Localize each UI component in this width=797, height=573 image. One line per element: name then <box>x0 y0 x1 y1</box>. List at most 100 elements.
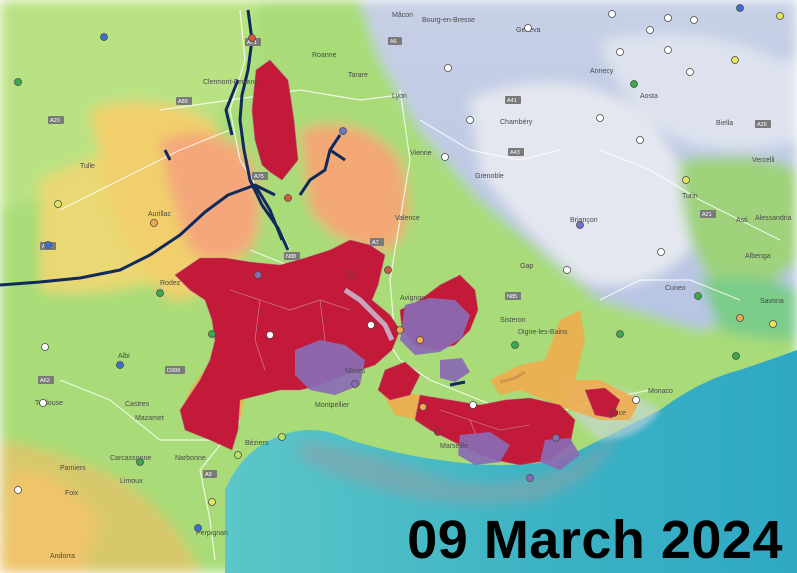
station-marker <box>254 271 262 279</box>
place-label-valence: Valence <box>395 215 420 222</box>
station-marker <box>664 46 672 54</box>
station-marker <box>441 153 449 161</box>
svg-text:A71: A71 <box>247 40 257 46</box>
station-marker <box>776 12 784 20</box>
place-label-digne: Digne-les-Bains <box>518 329 568 336</box>
svg-text:A9: A9 <box>205 472 212 478</box>
date-label: 09 March 2024 <box>407 510 783 570</box>
station-marker <box>736 4 744 12</box>
place-label-monaco: Monaco <box>648 388 673 395</box>
svg-text:A26: A26 <box>757 122 767 128</box>
place-label-annecy: Annecy <box>590 68 614 75</box>
station-marker <box>630 80 638 88</box>
station-marker <box>396 326 404 334</box>
place-label-chambery: Chambéry <box>500 119 533 126</box>
place-label-albenga: Albenga <box>745 253 771 260</box>
station-marker <box>444 64 452 72</box>
place-label-tulle: Tulle <box>80 163 95 170</box>
road-shield-a62: A62 <box>38 376 54 384</box>
station-marker <box>616 48 624 56</box>
place-label-vienne: Vienne <box>410 150 432 157</box>
svg-text:A21: A21 <box>702 212 712 218</box>
place-label-alessandria: Alessandria <box>755 215 792 222</box>
road-shield-a43: A43 <box>508 148 524 156</box>
station-marker <box>367 321 375 329</box>
place-label-turin: Turin <box>682 193 698 200</box>
station-marker <box>731 56 739 64</box>
station-marker <box>769 320 777 328</box>
station-marker <box>511 341 519 349</box>
place-label-avignon: Avignon <box>400 295 425 302</box>
place-label-lyon: Lyon <box>392 93 407 100</box>
road-shield-n88: N88 <box>284 252 300 260</box>
station-marker <box>234 451 242 459</box>
place-label-albi: Albi <box>118 353 130 360</box>
station-marker <box>266 331 274 339</box>
station-marker <box>632 396 640 404</box>
place-label-nimes: Nîmes <box>345 368 366 375</box>
place-label-biella: Biella <box>716 120 733 127</box>
svg-text:A6: A6 <box>390 39 397 45</box>
road-shield-a9: A9 <box>203 470 217 478</box>
road-shield-a26: A26 <box>755 120 771 128</box>
place-label-rodez: Rodez <box>160 280 181 287</box>
road-shield-a41: A41 <box>505 96 521 104</box>
place-label-pamiers: Pamiers <box>60 465 86 472</box>
svg-text:A62: A62 <box>40 378 50 384</box>
station-marker <box>736 314 744 322</box>
station-marker <box>610 409 618 417</box>
station-marker <box>150 219 158 227</box>
place-label-vercelli: Vercelli <box>752 157 775 164</box>
place-label-grenoble: Grenoble <box>475 173 504 180</box>
station-marker <box>39 399 47 407</box>
svg-text:A43: A43 <box>510 150 520 156</box>
station-marker <box>526 474 534 482</box>
place-label-cuneo: Cuneo <box>665 285 686 292</box>
station-marker <box>434 428 442 436</box>
station-marker <box>208 498 216 506</box>
place-label-narbonne: Narbonne <box>175 455 206 462</box>
station-marker <box>248 34 256 42</box>
station-marker <box>156 289 164 297</box>
road-shield-a20: A20 <box>48 116 64 124</box>
place-label-limoux: Limoux <box>120 478 143 485</box>
place-label-sisteron: Sisteron <box>500 317 526 324</box>
station-marker <box>14 486 22 494</box>
svg-text:A20: A20 <box>50 118 60 124</box>
place-label-clermont: Clermont-Ferrand <box>203 79 258 86</box>
station-marker <box>732 352 740 360</box>
svg-text:D999: D999 <box>167 368 180 374</box>
station-marker <box>54 200 62 208</box>
station-marker <box>682 176 690 184</box>
svg-text:A89: A89 <box>178 99 188 105</box>
place-label-nice: Nice <box>612 410 626 417</box>
station-marker <box>636 136 644 144</box>
road-shield-a6: A6 <box>388 37 402 45</box>
station-marker <box>576 221 584 229</box>
station-marker <box>41 343 49 351</box>
road-shield-a21: A21 <box>700 210 716 218</box>
svg-text:A7: A7 <box>372 240 379 246</box>
station-marker <box>100 33 108 41</box>
station-marker <box>416 336 424 344</box>
station-marker <box>194 524 202 532</box>
place-label-carcassonne: Carcassonne <box>110 455 151 462</box>
place-label-andorra: Andorra <box>50 553 75 560</box>
station-marker <box>664 14 672 22</box>
station-marker <box>616 330 624 338</box>
place-label-savona: Savona <box>760 298 784 305</box>
place-label-aurillac: Aurillac <box>148 211 171 218</box>
station-marker <box>208 330 216 338</box>
station-marker <box>646 26 654 34</box>
station-marker <box>116 361 124 369</box>
station-marker <box>278 433 286 441</box>
alert-zone-red <box>174 59 621 466</box>
station-marker <box>524 24 532 32</box>
place-label-castres: Castres <box>125 401 150 408</box>
place-label-roanne: Roanne <box>312 52 337 59</box>
place-label-aosta: Aosta <box>640 93 658 100</box>
station-marker <box>419 403 427 411</box>
station-marker <box>351 380 359 388</box>
station-marker <box>384 266 392 274</box>
station-marker <box>339 127 347 135</box>
